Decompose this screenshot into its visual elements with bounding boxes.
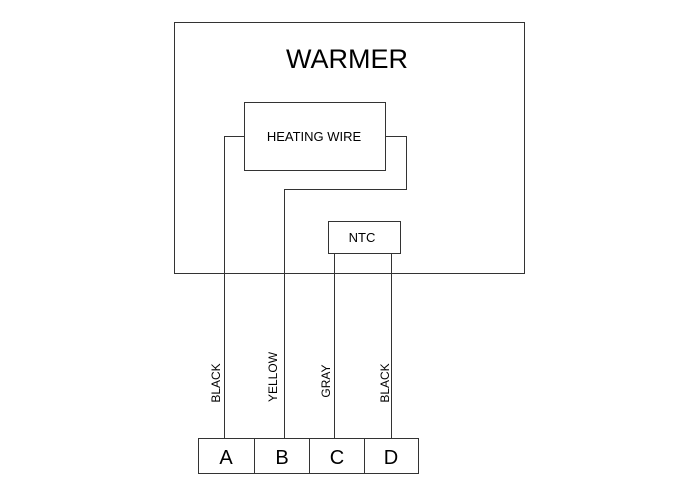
wire-color-label: BLACK bbox=[378, 363, 392, 402]
ntc-label: NTC bbox=[349, 230, 376, 245]
wire-color-label: BLACK bbox=[209, 363, 223, 402]
pin-label: D bbox=[384, 447, 398, 469]
wire-color-label: YELLOW bbox=[266, 351, 280, 402]
warmer-box bbox=[174, 22, 525, 274]
pin-label: B bbox=[275, 447, 288, 469]
wire-b bbox=[284, 136, 407, 438]
connector bbox=[198, 438, 419, 474]
ntc-box bbox=[328, 221, 401, 254]
pin-label: A bbox=[219, 447, 233, 469]
wire-color-label: GRAY bbox=[319, 364, 333, 397]
warmer-title: WARMER bbox=[286, 44, 408, 74]
heating-wire-label: HEATING WIRE bbox=[267, 129, 362, 144]
pin-label: C bbox=[330, 447, 344, 469]
wire-a bbox=[224, 136, 244, 438]
